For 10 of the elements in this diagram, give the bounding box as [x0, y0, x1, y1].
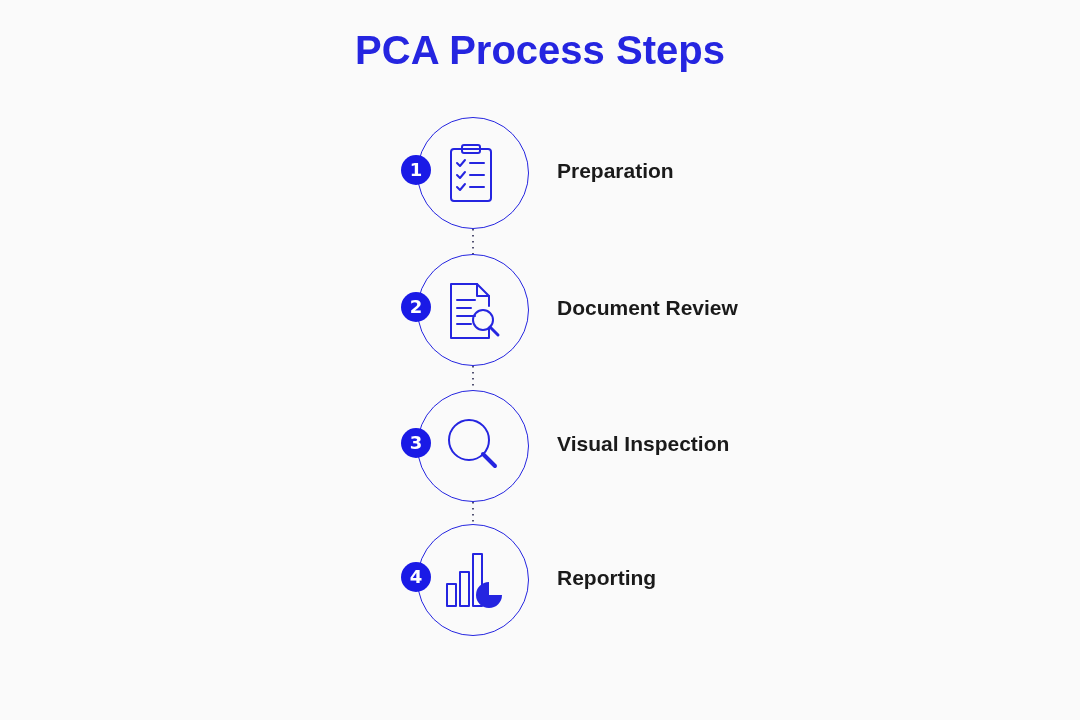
- title: PCA Process Steps: [354, 28, 726, 73]
- dotted-connector: [472, 501, 474, 525]
- step-label: Reporting: [557, 566, 657, 590]
- step-number: 2: [401, 292, 431, 322]
- step-label: Visual Inspection: [557, 432, 730, 456]
- step-label: Preparation: [557, 159, 674, 183]
- step-number: 1: [401, 155, 431, 185]
- step-number: 4: [401, 562, 431, 592]
- step-label: Document Review: [557, 296, 738, 320]
- step-number: 3: [401, 428, 431, 458]
